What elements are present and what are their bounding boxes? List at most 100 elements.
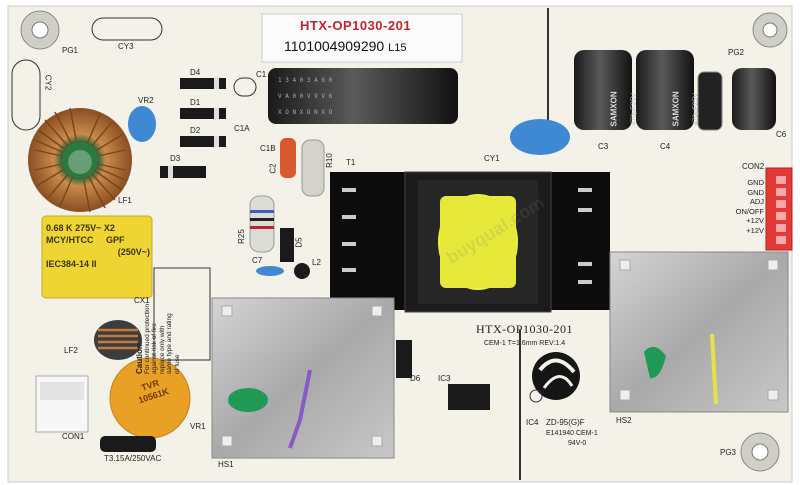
label-pg3: PG3	[720, 448, 737, 457]
c3-rating: 470μF25V	[630, 93, 638, 126]
cy2-outline	[11, 59, 41, 131]
label-c2: C2	[268, 163, 278, 174]
model-silk: HTX-OP1030-201	[476, 322, 573, 336]
varistor-vr2	[128, 106, 156, 142]
sticker-serial-number: 1101004909290	[284, 38, 385, 54]
label-l2: L2	[312, 258, 321, 267]
c3-brand: SAMXON	[609, 91, 619, 127]
capacitor-c3	[574, 50, 632, 130]
cy3-outline	[91, 17, 163, 41]
label-lf2: LF2	[64, 346, 78, 355]
capacitor-c1: 1 3 4 0 3 A 6 0 V A 0 0 V 9 V 6 X O N X …	[268, 68, 458, 124]
x2-capacitor-label: 0.68 K 275V~ X2 MCY/HTCC GPF (250V~) IEC…	[46, 223, 150, 269]
label-hs2: HS2	[616, 416, 632, 425]
resistor-r10	[301, 139, 325, 197]
diode-d6	[396, 340, 412, 378]
con2-pin-6: +12V	[746, 225, 764, 235]
serial-sticker	[261, 13, 463, 63]
label-c6: C6	[776, 130, 787, 139]
transformer-t1	[330, 171, 610, 313]
label-cy3: CY3	[118, 42, 134, 51]
capacitor-c4	[636, 50, 694, 130]
connector-con1-housing	[40, 382, 84, 400]
y-capacitor-cy1	[510, 119, 570, 155]
label-c4: C4	[660, 142, 671, 151]
resistor-r25	[249, 195, 275, 253]
label-hs1: HS1	[218, 460, 234, 469]
con2-pin-3: ADJ	[749, 197, 764, 206]
diode-d4	[180, 78, 226, 89]
heatsink-hs2	[609, 251, 789, 413]
caution-box	[153, 267, 211, 361]
common-mode-choke-lf1	[28, 107, 132, 213]
c4-brand: SAMXON	[671, 91, 681, 127]
label-d4: D4	[190, 68, 201, 77]
c1a-outline	[233, 77, 257, 97]
con2-pin-1: GND	[747, 178, 764, 187]
mount-hole-pg2	[752, 12, 788, 48]
fuse-f1	[100, 436, 156, 452]
diode-d3	[160, 166, 206, 178]
label-pg1: PG1	[62, 46, 79, 55]
capacitor-c7	[256, 266, 284, 276]
label-ic4: IC4	[526, 418, 539, 427]
label-d3: D3	[170, 154, 181, 163]
fuse-rating: T3.15A/250VAC	[104, 454, 162, 463]
label-cy2: CY2	[43, 74, 53, 91]
svg-text:V A 0 0 V 9 V 6: V A 0 0 V 9 V 6	[278, 93, 333, 100]
spec-silk: CEM-1 T=1.6mm REV:1.4	[484, 340, 566, 347]
sticker-serial: 1101004909290 L15	[284, 38, 406, 54]
label-c1: C1	[256, 70, 267, 79]
connector-con2	[765, 167, 793, 251]
sticker-suffix: L15	[388, 42, 407, 54]
ic4-marker	[529, 389, 543, 403]
con2-pin-labels: GND GND ADJ ON/OFF +12V +12V	[724, 178, 764, 235]
manufacturer-logo	[532, 352, 580, 400]
label-vr2: VR2	[138, 96, 154, 105]
svg-text:X O N X O N X O: X O N X O N X O	[278, 109, 333, 116]
svg-text:1 3 4 0 3 A 6 0: 1 3 4 0 3 A 6 0	[278, 77, 333, 84]
label-lf1: LF1	[118, 196, 132, 205]
resistor-r1	[280, 138, 296, 178]
inductor-l2	[294, 263, 310, 279]
cert-silk: ZD-95(G)F	[546, 418, 585, 427]
con2-pin-4: ON/OFF	[735, 206, 764, 216]
mount-hole-pg3	[740, 432, 780, 472]
cert-silk-3: 94V-0	[568, 440, 587, 447]
label-c1a: C1A	[234, 124, 250, 133]
diode-d2	[180, 136, 226, 147]
label-c7: C7	[252, 256, 263, 265]
label-cy1: CY1	[484, 154, 500, 163]
label-r10: R10	[324, 153, 334, 168]
ic3-optocoupler	[448, 384, 490, 410]
label-vr1: VR1	[190, 422, 206, 431]
label-d5: D5	[294, 237, 304, 248]
label-cx1: CX1	[134, 296, 150, 305]
sticker-model: HTX-OP1030-201	[300, 18, 412, 33]
capacitor-c6	[697, 68, 776, 131]
label-r25: R25	[236, 229, 246, 244]
label-d2: D2	[190, 126, 201, 135]
label-c3: C3	[598, 142, 609, 151]
label-con1: CON1	[62, 432, 85, 441]
label-ic3: IC3	[438, 374, 451, 383]
con2-pin-5: +12V	[746, 216, 764, 225]
mount-hole-pg1	[20, 10, 60, 50]
label-t1: T1	[346, 158, 356, 167]
c4-rating: 470μF25V	[692, 93, 700, 126]
caution-text: Caution: For continued protection agains…	[135, 303, 181, 374]
label-d1: D1	[190, 98, 201, 107]
label-pg2: PG2	[728, 48, 745, 57]
label-d6: D6	[410, 374, 421, 383]
choke-lf2	[94, 320, 142, 360]
label-con2: CON2	[742, 162, 765, 171]
heatsink-hs1	[211, 297, 395, 459]
x2-capacitor-cx1	[41, 215, 153, 299]
diode-d1	[180, 108, 226, 119]
con2-pin-2: GND	[747, 187, 764, 197]
cert-silk-2: E141940 CEM-1	[546, 430, 598, 437]
label-c1b: C1B	[260, 144, 276, 153]
diode-d5	[280, 228, 294, 262]
